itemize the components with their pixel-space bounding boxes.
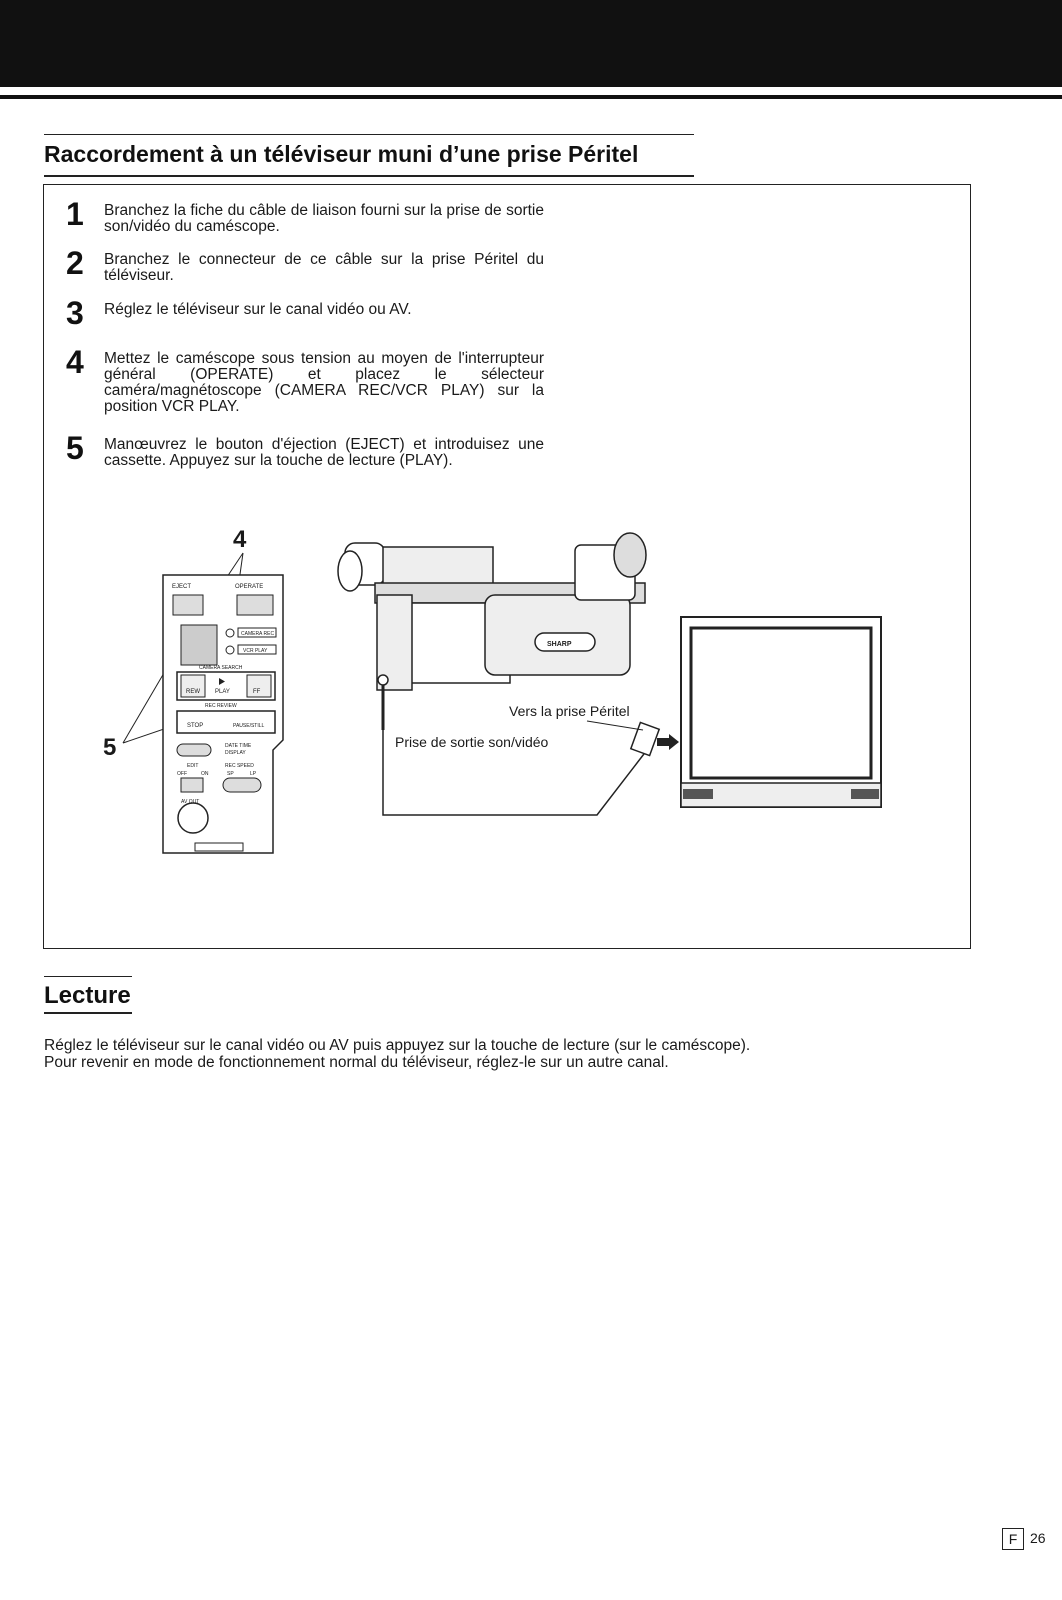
step-text: Mettez le caméscope sous tension au moye…	[104, 350, 544, 415]
title-rule-bottom	[44, 175, 694, 177]
date-time-button	[176, 743, 212, 757]
lens	[613, 532, 647, 578]
step-number: 1	[66, 196, 84, 232]
stop-label: STOP	[187, 723, 203, 729]
eject-label: EJECT	[172, 584, 191, 590]
operate-switch	[236, 594, 274, 616]
connection-diagram: 4 5 EJECT OPERATE CAMERA REC VCR PLAY CA…	[103, 526, 882, 854]
eject-button	[172, 594, 204, 616]
header-bar	[0, 0, 1062, 87]
vcr-play-label: VCR PLAY	[243, 648, 268, 654]
ff-button	[246, 674, 272, 698]
lp-label: LP	[250, 771, 257, 777]
instructions-box	[43, 184, 971, 949]
rew-button	[180, 674, 206, 698]
edit-label: EDIT	[187, 763, 198, 769]
arrow-right-icon	[657, 734, 679, 750]
lecture-line-1: Réglez le téléviseur sur le canal vidéo …	[44, 1037, 751, 1054]
display-label: DISPLAY	[225, 750, 246, 756]
camcorder: SHARP	[337, 532, 647, 691]
step-number: 2	[66, 245, 84, 281]
date-time-label: DATE TIME	[225, 743, 252, 749]
on-label: ON	[201, 771, 209, 777]
pause-still-label: PAUSE/STILL	[233, 723, 265, 729]
viewfinder-eyecup	[337, 550, 363, 592]
vcr-play-lamp	[225, 645, 235, 655]
step-text: Manœuvrez le bouton d'éjection (EJECT) e…	[104, 436, 544, 469]
callout-4: 4	[233, 526, 247, 553]
lecture-rule-top	[44, 976, 132, 977]
rew-label: REW	[186, 689, 200, 695]
lecture-rule-bottom	[44, 1012, 132, 1014]
camera-search-label: CAMERA SEARCH	[199, 665, 243, 671]
off-label: OFF	[177, 771, 187, 777]
section-title-peritel: Raccordement à un téléviseur muni d’une …	[44, 141, 639, 167]
lecture-line-2: Pour revenir en mode de fonctionnement n…	[44, 1054, 669, 1071]
page-number: 26	[1030, 1530, 1046, 1546]
step-number: 5	[66, 430, 84, 466]
rec-speed-label: REC SPEED	[225, 763, 254, 769]
header-rule	[0, 95, 1062, 99]
edit-switch	[180, 777, 204, 793]
peritel-plug	[629, 721, 661, 757]
av-cable	[381, 685, 679, 816]
tv-screen	[689, 626, 873, 780]
step-text: Branchez la fiche du câble de liaison fo…	[104, 202, 544, 235]
control-panel: EJECT OPERATE CAMERA REC VCR PLAY CAMERA…	[162, 574, 284, 854]
camera-rec-label: CAMERA REC	[241, 631, 274, 637]
step-number: 4	[66, 344, 84, 380]
section-title-lecture: Lecture	[44, 982, 131, 1009]
step-number: 3	[66, 295, 84, 331]
label-peritel: Vers la prise Péritel	[509, 703, 630, 719]
output-jack	[377, 674, 389, 686]
operate-label: OPERATE	[235, 584, 263, 590]
av-out-label: AV OUT	[181, 799, 199, 805]
language-badge: F	[1002, 1528, 1024, 1550]
play-icon	[219, 678, 225, 685]
label-output: Prise de sortie son/vidéo	[395, 734, 549, 750]
television	[680, 616, 882, 808]
camera-rec-lamp	[225, 628, 235, 638]
ff-label: FF	[253, 689, 261, 695]
sp-label: SP	[227, 771, 234, 777]
rec-speed-switch	[222, 777, 262, 793]
rec-review-label: REC REVIEW	[205, 703, 237, 709]
brand-logo: SHARP	[547, 641, 572, 648]
step-text: Branchez le connecteur de ce câble sur l…	[104, 251, 544, 284]
av-out-jack	[177, 802, 209, 834]
mode-selector	[180, 624, 218, 666]
callout-5: 5	[103, 734, 116, 761]
title-rule-top	[44, 134, 694, 135]
lecture-paragraph: Réglez le téléviseur sur le canal vidéo …	[44, 1037, 1004, 1071]
play-label: PLAY	[215, 689, 230, 695]
step-text: Réglez le téléviseur sur le canal vidéo …	[104, 301, 412, 318]
